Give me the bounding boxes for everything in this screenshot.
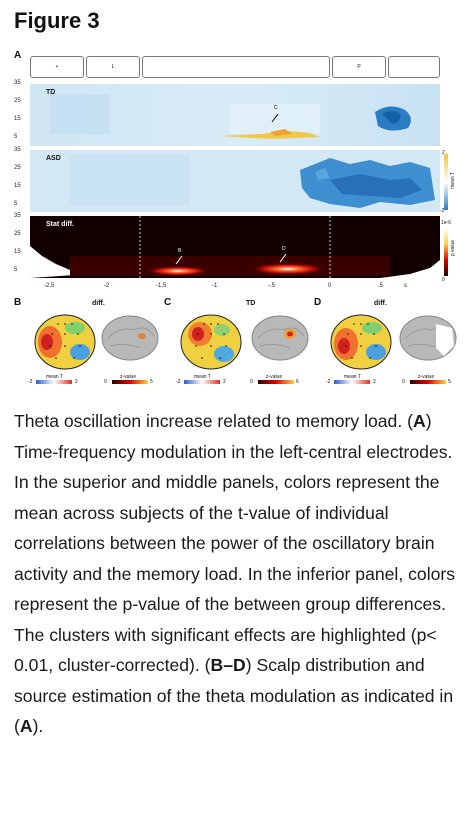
caption-text: ). [32,716,44,736]
panel-b-z-label: z-value [120,374,137,380]
arrow-c [271,113,279,123]
panel-b-mean-colorbar [36,380,72,384]
panel-d-z-colorbar [410,380,446,384]
asd-label: ASD [46,155,61,162]
colorbar-label: mean T [450,172,456,189]
panel-c-mean-min: -2 [176,379,181,385]
y-tick: 15 [14,116,21,122]
colorbar-min: -2 [440,208,445,214]
panel-d-z-min: 0 [402,379,405,385]
panel-b-scalp-map [34,314,96,370]
p-value-colorbar [444,228,448,276]
panel-d-mean-min: -2 [326,379,331,385]
caption-ref-a: A [412,411,426,431]
panel-b-mean-label: mean T [46,374,63,380]
panel-d-letter: D [314,297,322,308]
panel-b-brain-render [101,315,159,361]
panel-b-mean-min: -2 [28,379,33,385]
panel-a-letter: A [14,50,22,61]
figure-caption: Theta oscillation increase related to me… [14,406,462,742]
colorbar-p-max: 1e-6 [441,220,452,226]
y-tick: 35 [14,147,21,153]
panel-b-z-colorbar [112,380,148,384]
colorbar-p-label: p value [450,240,456,257]
stat-diff-svg: B D [30,216,440,278]
asd-heatmap-svg [30,150,440,212]
panel-b-letter: B [14,297,22,308]
timeline-box-fixation: + [30,56,84,78]
caption-text: Theta oscillation increase related to me… [14,411,413,431]
panel-d-mean-max: 2 [373,379,376,385]
y-tick: 5 [14,134,18,140]
caption-text: ) Scalp distribution and source estimati… [14,655,454,736]
y-tick: 35 [14,80,21,86]
x-tick: .5 [378,283,384,289]
arrow-d [279,253,287,263]
panel-c-letter: C [164,297,172,308]
td-heatmap-svg: C [30,84,440,146]
timeline-box-end [388,56,440,78]
panel-c-title: TD [246,300,256,307]
x-tick: -2.5 [44,283,55,289]
panel-c-z-max: 6 [296,379,299,385]
panel-d-z-max: 5 [448,379,451,385]
y-tick: 5 [14,201,18,207]
x-tick: 0 [328,283,332,289]
trial-timeline: + L P [30,56,440,80]
arrow-c-label: C [274,105,278,111]
arrow-b [175,255,183,265]
timeline-box-load: L [86,56,140,78]
y-tick: 25 [14,98,21,104]
panel-c-mean-colorbar [184,380,220,384]
colorbar-max: 2 [442,150,445,156]
y-tick: 5 [14,267,18,273]
panel-d-brain-render [399,315,457,361]
caption-ref-bd: B–D [210,655,246,675]
panel-c-z-label: z-value [266,374,283,380]
panel-c-scalp-map [180,314,242,370]
y-tick: 25 [14,165,21,171]
x-tick: -1 [212,283,218,289]
timeline-box-retention [142,56,330,78]
asd-heatmap: ASD [30,150,440,212]
stat-diff-label: Stat diff. [46,221,74,228]
panel-b-title: diff. [92,300,105,307]
panel-b-z-max: 5 [150,379,153,385]
colorbar-p-min: 0 [442,277,445,283]
x-tick: -2 [104,283,110,289]
caption-text: ) Time-frequency modulation in the left-… [14,411,456,675]
td-heatmap: C TD [30,84,440,146]
y-tick: 25 [14,231,21,237]
stat-diff-heatmap: B D Stat diff. [30,216,440,278]
panel-b-mean-max: 2 [75,379,78,385]
panel-c-z-colorbar [258,380,294,384]
figure-title: Figure 3 [14,8,100,33]
y-tick: 15 [14,183,21,189]
arrow-d-label: D [282,246,286,252]
x-tick: -1.5 [156,283,167,289]
panel-d-scalp-map [330,314,392,370]
timeline-box-probe: P [332,56,386,78]
panel-c-brain-render [251,315,309,361]
x-tick: -.5 [268,283,276,289]
y-tick: 15 [14,249,21,255]
panel-c-mean-label: mean T [194,374,211,380]
mean-t-colorbar [444,154,448,210]
panel-d-mean-colorbar [334,380,370,384]
td-label: TD [46,89,56,96]
panel-d-title: diff. [374,300,387,307]
panel-d-mean-label: mean T [344,374,361,380]
arrow-b-label: B [178,248,182,254]
panel-c-z-min: 0 [250,379,253,385]
panel-b-z-min: 0 [104,379,107,385]
x-tick: s [404,283,407,289]
panel-c-mean-max: 2 [223,379,226,385]
y-tick: 35 [14,213,21,219]
caption-ref-a: A [19,716,33,736]
panel-d-z-label: z-value [418,374,435,380]
